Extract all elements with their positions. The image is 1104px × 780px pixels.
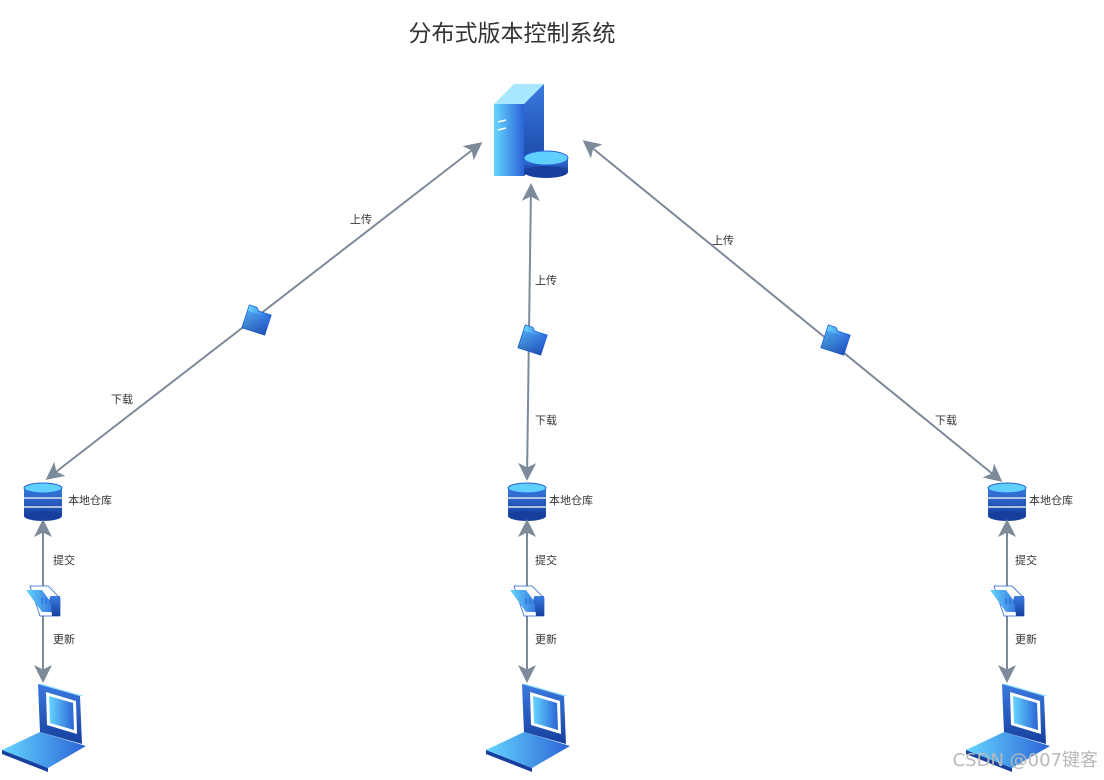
update-label-left: 更新 bbox=[53, 633, 75, 646]
folder-icon bbox=[517, 324, 548, 356]
commit-label-right: 提交 bbox=[1015, 554, 1037, 567]
open-folder-icon bbox=[510, 585, 545, 617]
watermark: CSDN @007键客 bbox=[952, 750, 1098, 771]
upload-label-left: 上传 bbox=[350, 213, 372, 226]
laptop-icon bbox=[2, 684, 86, 772]
update-label-middle: 更新 bbox=[535, 633, 557, 646]
database-icon bbox=[507, 482, 547, 521]
folder-icon bbox=[241, 304, 272, 336]
server-database-icon bbox=[494, 84, 569, 178]
commit-label-left: 提交 bbox=[53, 554, 75, 567]
client-middle bbox=[486, 183, 570, 772]
laptop-icon bbox=[966, 684, 1050, 772]
download-label-right: 下载 bbox=[935, 414, 957, 427]
sync-arrow-left bbox=[45, 142, 483, 480]
diagram-title: 分布式版本控制系统 bbox=[408, 21, 616, 47]
update-label-right: 更新 bbox=[1015, 633, 1037, 646]
laptop-icon bbox=[486, 684, 570, 772]
client-left bbox=[2, 142, 483, 772]
sync-arrow-right bbox=[582, 140, 1003, 482]
download-label-left: 下载 bbox=[111, 393, 133, 406]
database-icon bbox=[987, 482, 1027, 521]
upload-label-middle: 上传 bbox=[535, 274, 557, 287]
open-folder-icon bbox=[26, 585, 61, 617]
open-folder-icon bbox=[990, 585, 1025, 617]
database-icon bbox=[23, 482, 63, 521]
upload-label-right: 上传 bbox=[712, 234, 734, 247]
commit-label-middle: 提交 bbox=[535, 554, 557, 567]
client-right bbox=[582, 140, 1050, 772]
repo-label-middle: 本地仓库 bbox=[549, 494, 593, 507]
repo-label-left: 本地仓库 bbox=[68, 494, 112, 507]
folder-icon bbox=[820, 324, 851, 356]
download-label-middle: 下载 bbox=[535, 414, 557, 427]
repo-label-right: 本地仓库 bbox=[1029, 494, 1073, 507]
